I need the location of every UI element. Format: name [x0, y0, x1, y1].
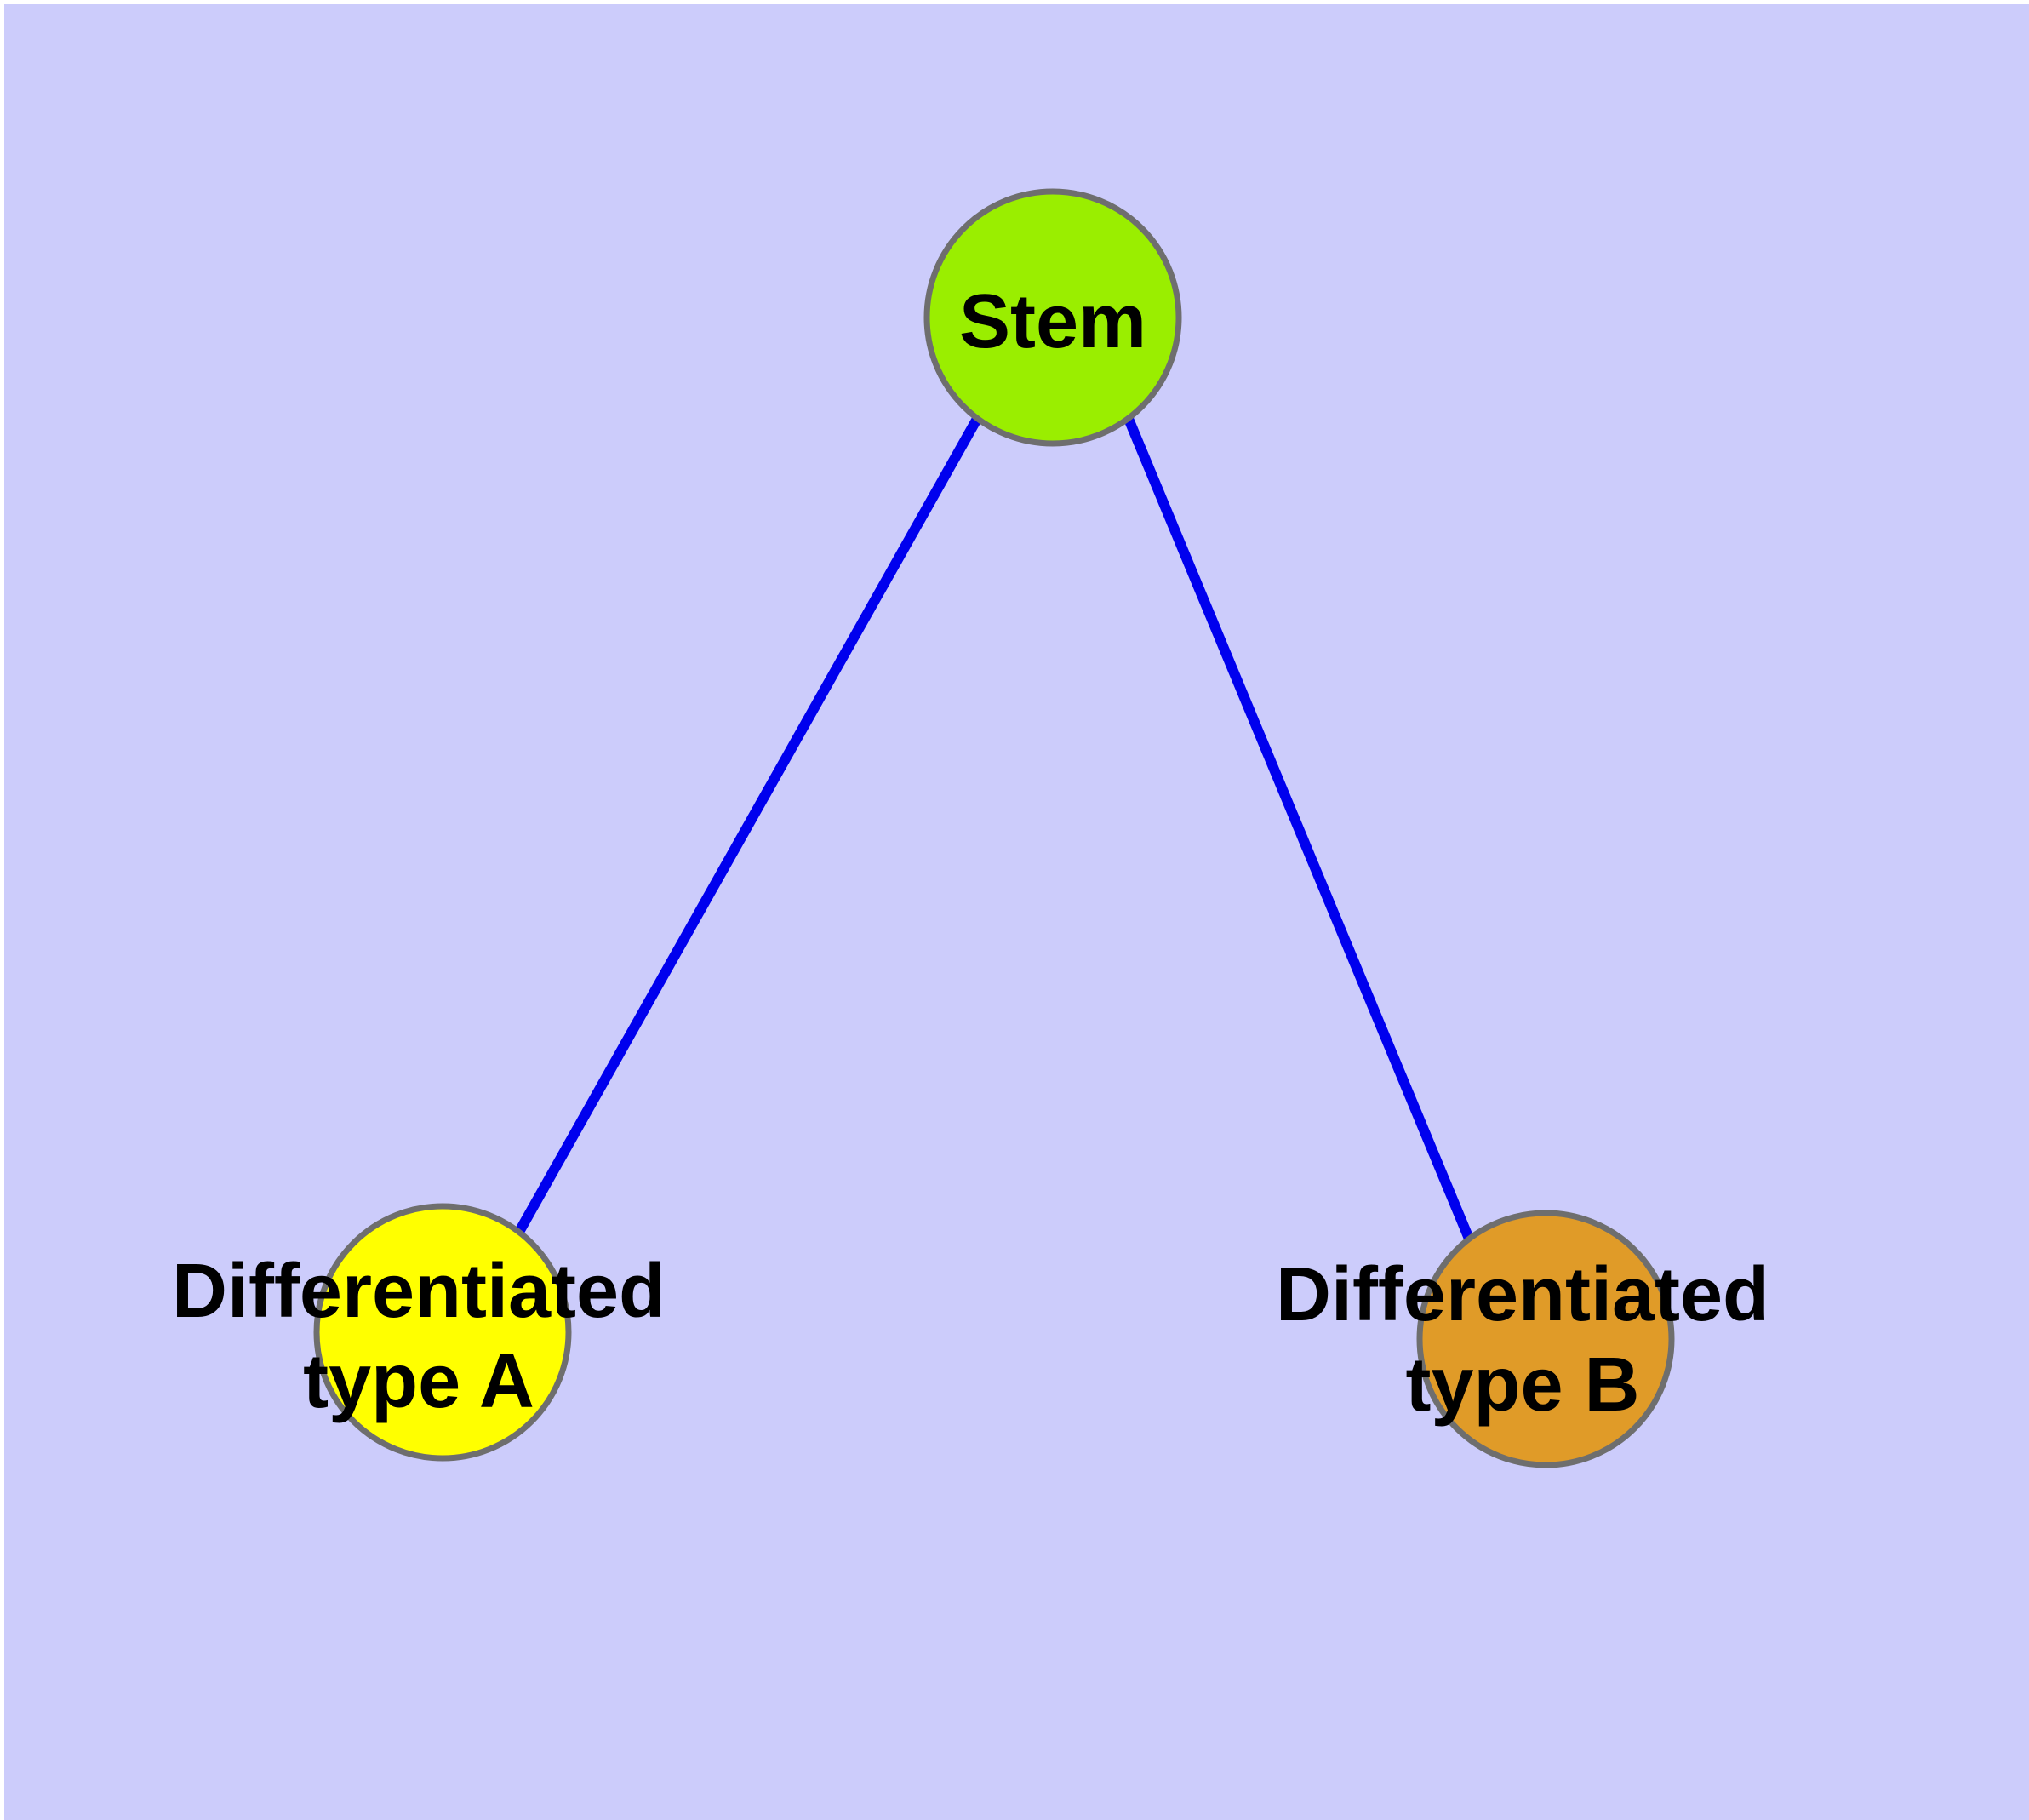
node-stem[interactable]	[923, 188, 1182, 447]
node-label-stem: Stem	[959, 279, 1146, 364]
node-diff_a[interactable]	[313, 1203, 572, 1462]
node-label-line: Differentiated	[1276, 1252, 1769, 1337]
edge-stem-to-a	[514, 416, 982, 1234]
node-label-line: Differentiated	[172, 1249, 666, 1334]
node-label-line: type B	[1405, 1342, 1639, 1428]
node-label-line: Stem	[959, 279, 1146, 364]
edges-layer	[514, 416, 1474, 1241]
nodes-layer	[313, 188, 1675, 1468]
node-label-line: type A	[303, 1339, 534, 1424]
edge-stem-to-b	[1123, 416, 1474, 1241]
node-diff_b[interactable]	[1416, 1210, 1675, 1468]
